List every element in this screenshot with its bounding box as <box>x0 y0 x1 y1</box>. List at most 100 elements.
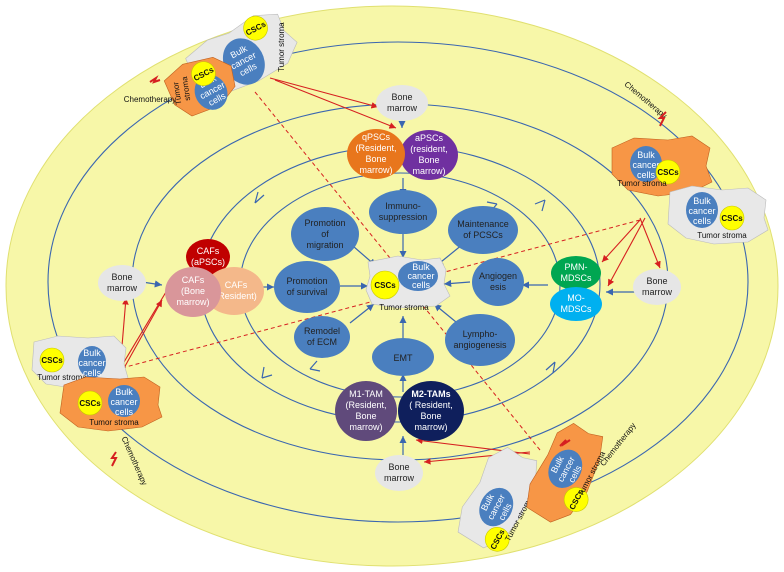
svg-text:Bulk: Bulk <box>83 348 101 358</box>
svg-text:EMT: EMT <box>394 353 414 363</box>
svg-text:Bone: Bone <box>388 462 409 472</box>
svg-text:Maintenance: Maintenance <box>457 219 509 229</box>
svg-text:Promotion: Promotion <box>304 218 345 228</box>
svg-text:Bulk: Bulk <box>412 262 430 272</box>
svg-text:cells: cells <box>412 280 431 290</box>
svg-text:marrow: marrow <box>384 473 415 483</box>
svg-text:(resident,: (resident, <box>410 144 448 154</box>
svg-text:(aPSCs): (aPSCs) <box>191 257 225 267</box>
svg-text:M2-TAMs: M2-TAMs <box>411 389 450 399</box>
mo-mdscs-node: MO- MDSCs <box>550 287 602 321</box>
tumor-top-left: Bulk cancer cells CSCs Tumor stroma Bulk… <box>124 13 298 117</box>
svg-text:marrow): marrow) <box>360 165 393 175</box>
svg-text:migration: migration <box>306 240 343 250</box>
svg-text:(Resident): (Resident) <box>215 291 257 301</box>
svg-text:Bulk: Bulk <box>115 387 133 397</box>
svg-text:MDSCs: MDSCs <box>561 273 592 283</box>
svg-text:Bone: Bone <box>418 155 439 165</box>
svg-text:(Resident,: (Resident, <box>345 400 386 410</box>
svg-text:CAFs: CAFs <box>225 280 248 290</box>
svg-text:Promotion: Promotion <box>286 276 327 286</box>
svg-text:Tumor stroma: Tumor stroma <box>89 418 139 427</box>
svg-text:CAFs: CAFs <box>197 246 220 256</box>
svg-text:Bone: Bone <box>365 154 386 164</box>
svg-text:( Resident,: ( Resident, <box>409 400 453 410</box>
emt-node: EMT <box>372 338 434 376</box>
m2-tams-node: M2-TAMs ( Resident, Bone marrow) <box>398 381 464 441</box>
svg-text:Bone: Bone <box>391 92 412 102</box>
svg-text:Bone: Bone <box>646 276 667 286</box>
svg-text:Tumor stroma: Tumor stroma <box>379 303 429 312</box>
svg-text:CSCs: CSCs <box>41 356 63 365</box>
immunosuppression-node: Immuno- suppression <box>369 190 437 234</box>
svg-text:Lympho-: Lympho- <box>463 329 498 339</box>
svg-text:aPSCs: aPSCs <box>415 133 444 143</box>
svg-text:of PCSCs: of PCSCs <box>463 230 503 240</box>
center-tumor: Bulk cancer cells CSCs Tumor stroma <box>365 255 451 312</box>
svg-text:Tumor: Tumor <box>171 81 183 105</box>
svg-text:Tumor stroma: Tumor stroma <box>277 22 286 72</box>
outer-ring <box>47 41 749 523</box>
svg-text:Immuno-: Immuno- <box>385 201 421 211</box>
svg-text:of survival: of survival <box>287 287 328 297</box>
m1-tam-node: M1-TAM (Resident, Bone marrow) <box>335 381 397 441</box>
tumor-bottom-right: Bulk cancer cells CSCs Tumor stroma Bulk… <box>457 421 638 552</box>
svg-text:Chemotherapy: Chemotherapy <box>124 95 176 104</box>
svg-text:Bulk: Bulk <box>693 196 711 206</box>
svg-text:Angiogen: Angiogen <box>479 271 517 281</box>
svg-text:cancer: cancer <box>688 206 715 216</box>
bone-marrow-left: Bone marrow <box>98 265 146 301</box>
lymphangiogenesis-node: Lympho- angiogenesis <box>445 314 515 366</box>
svg-text:cancer: cancer <box>110 397 137 407</box>
svg-text:marrow): marrow) <box>415 422 448 432</box>
svg-text:cells: cells <box>637 170 656 180</box>
svg-text:marrow): marrow) <box>350 422 383 432</box>
red-dashed-lines <box>121 91 641 451</box>
maintenance-pcscs-node: Maintenance of PCSCs <box>448 206 518 254</box>
promotion-migration-node: Promotion of migration <box>291 207 359 261</box>
svg-text:cells: cells <box>83 368 102 378</box>
svg-text:marrow): marrow) <box>177 297 210 307</box>
svg-text:CAFs: CAFs <box>182 275 205 285</box>
svg-text:Bone: Bone <box>111 272 132 282</box>
svg-text:CSCs: CSCs <box>657 168 679 177</box>
svg-text:angiogenesis: angiogenesis <box>453 340 507 350</box>
remodel-ecm-node: Remodel of ECM <box>294 316 350 358</box>
svg-text:qPSCs: qPSCs <box>362 132 391 142</box>
svg-text:Tumor stroma: Tumor stroma <box>617 179 667 188</box>
svg-text:PMN-: PMN- <box>565 262 588 272</box>
svg-text:cancer: cancer <box>632 160 659 170</box>
svg-text:Bulk: Bulk <box>637 150 655 160</box>
svg-text:Bone: Bone <box>420 411 441 421</box>
svg-text:Remodel: Remodel <box>304 326 340 336</box>
svg-text:suppression: suppression <box>379 212 428 222</box>
svg-text:esis: esis <box>490 282 507 292</box>
svg-text:stroma: stroma <box>180 75 192 101</box>
svg-text:of ECM: of ECM <box>307 337 337 347</box>
svg-text:Tumor stroma: Tumor stroma <box>37 373 87 382</box>
svg-text:Tumor stroma: Tumor stroma <box>697 231 747 240</box>
angiogenesis-node: Angiogen esis <box>472 258 524 306</box>
qpscs-node: qPSCs (Resident, Bone marrow) <box>347 129 405 179</box>
svg-text:CSCs: CSCs <box>374 281 396 290</box>
promotion-survival-node: Promotion of survival <box>274 261 340 313</box>
svg-text:cancer: cancer <box>78 358 105 368</box>
cafs-bone-marrow-node: CAFs (Bone marrow) <box>165 267 221 317</box>
svg-text:M1-TAM: M1-TAM <box>349 389 383 399</box>
apscs-node: aPSCs (resident, Bone marrow) <box>400 130 458 180</box>
svg-text:cells: cells <box>115 407 134 417</box>
svg-text:MO-: MO- <box>567 293 585 303</box>
bone-marrow-right: Bone marrow <box>633 269 681 305</box>
svg-text:marrow: marrow <box>387 103 418 113</box>
bone-marrow-top: Bone marrow <box>376 85 428 121</box>
cafs-apscs-node: CAFs (aPSCs) <box>186 239 230 275</box>
pmn-mdscs-node: PMN- MDSCs <box>551 256 601 290</box>
svg-text:marrow: marrow <box>107 283 138 293</box>
svg-text:of: of <box>321 229 329 239</box>
svg-text:CSCs: CSCs <box>721 214 743 223</box>
svg-text:Bone: Bone <box>355 411 376 421</box>
svg-text:CSCs: CSCs <box>79 399 101 408</box>
red-arrows <box>117 77 661 465</box>
